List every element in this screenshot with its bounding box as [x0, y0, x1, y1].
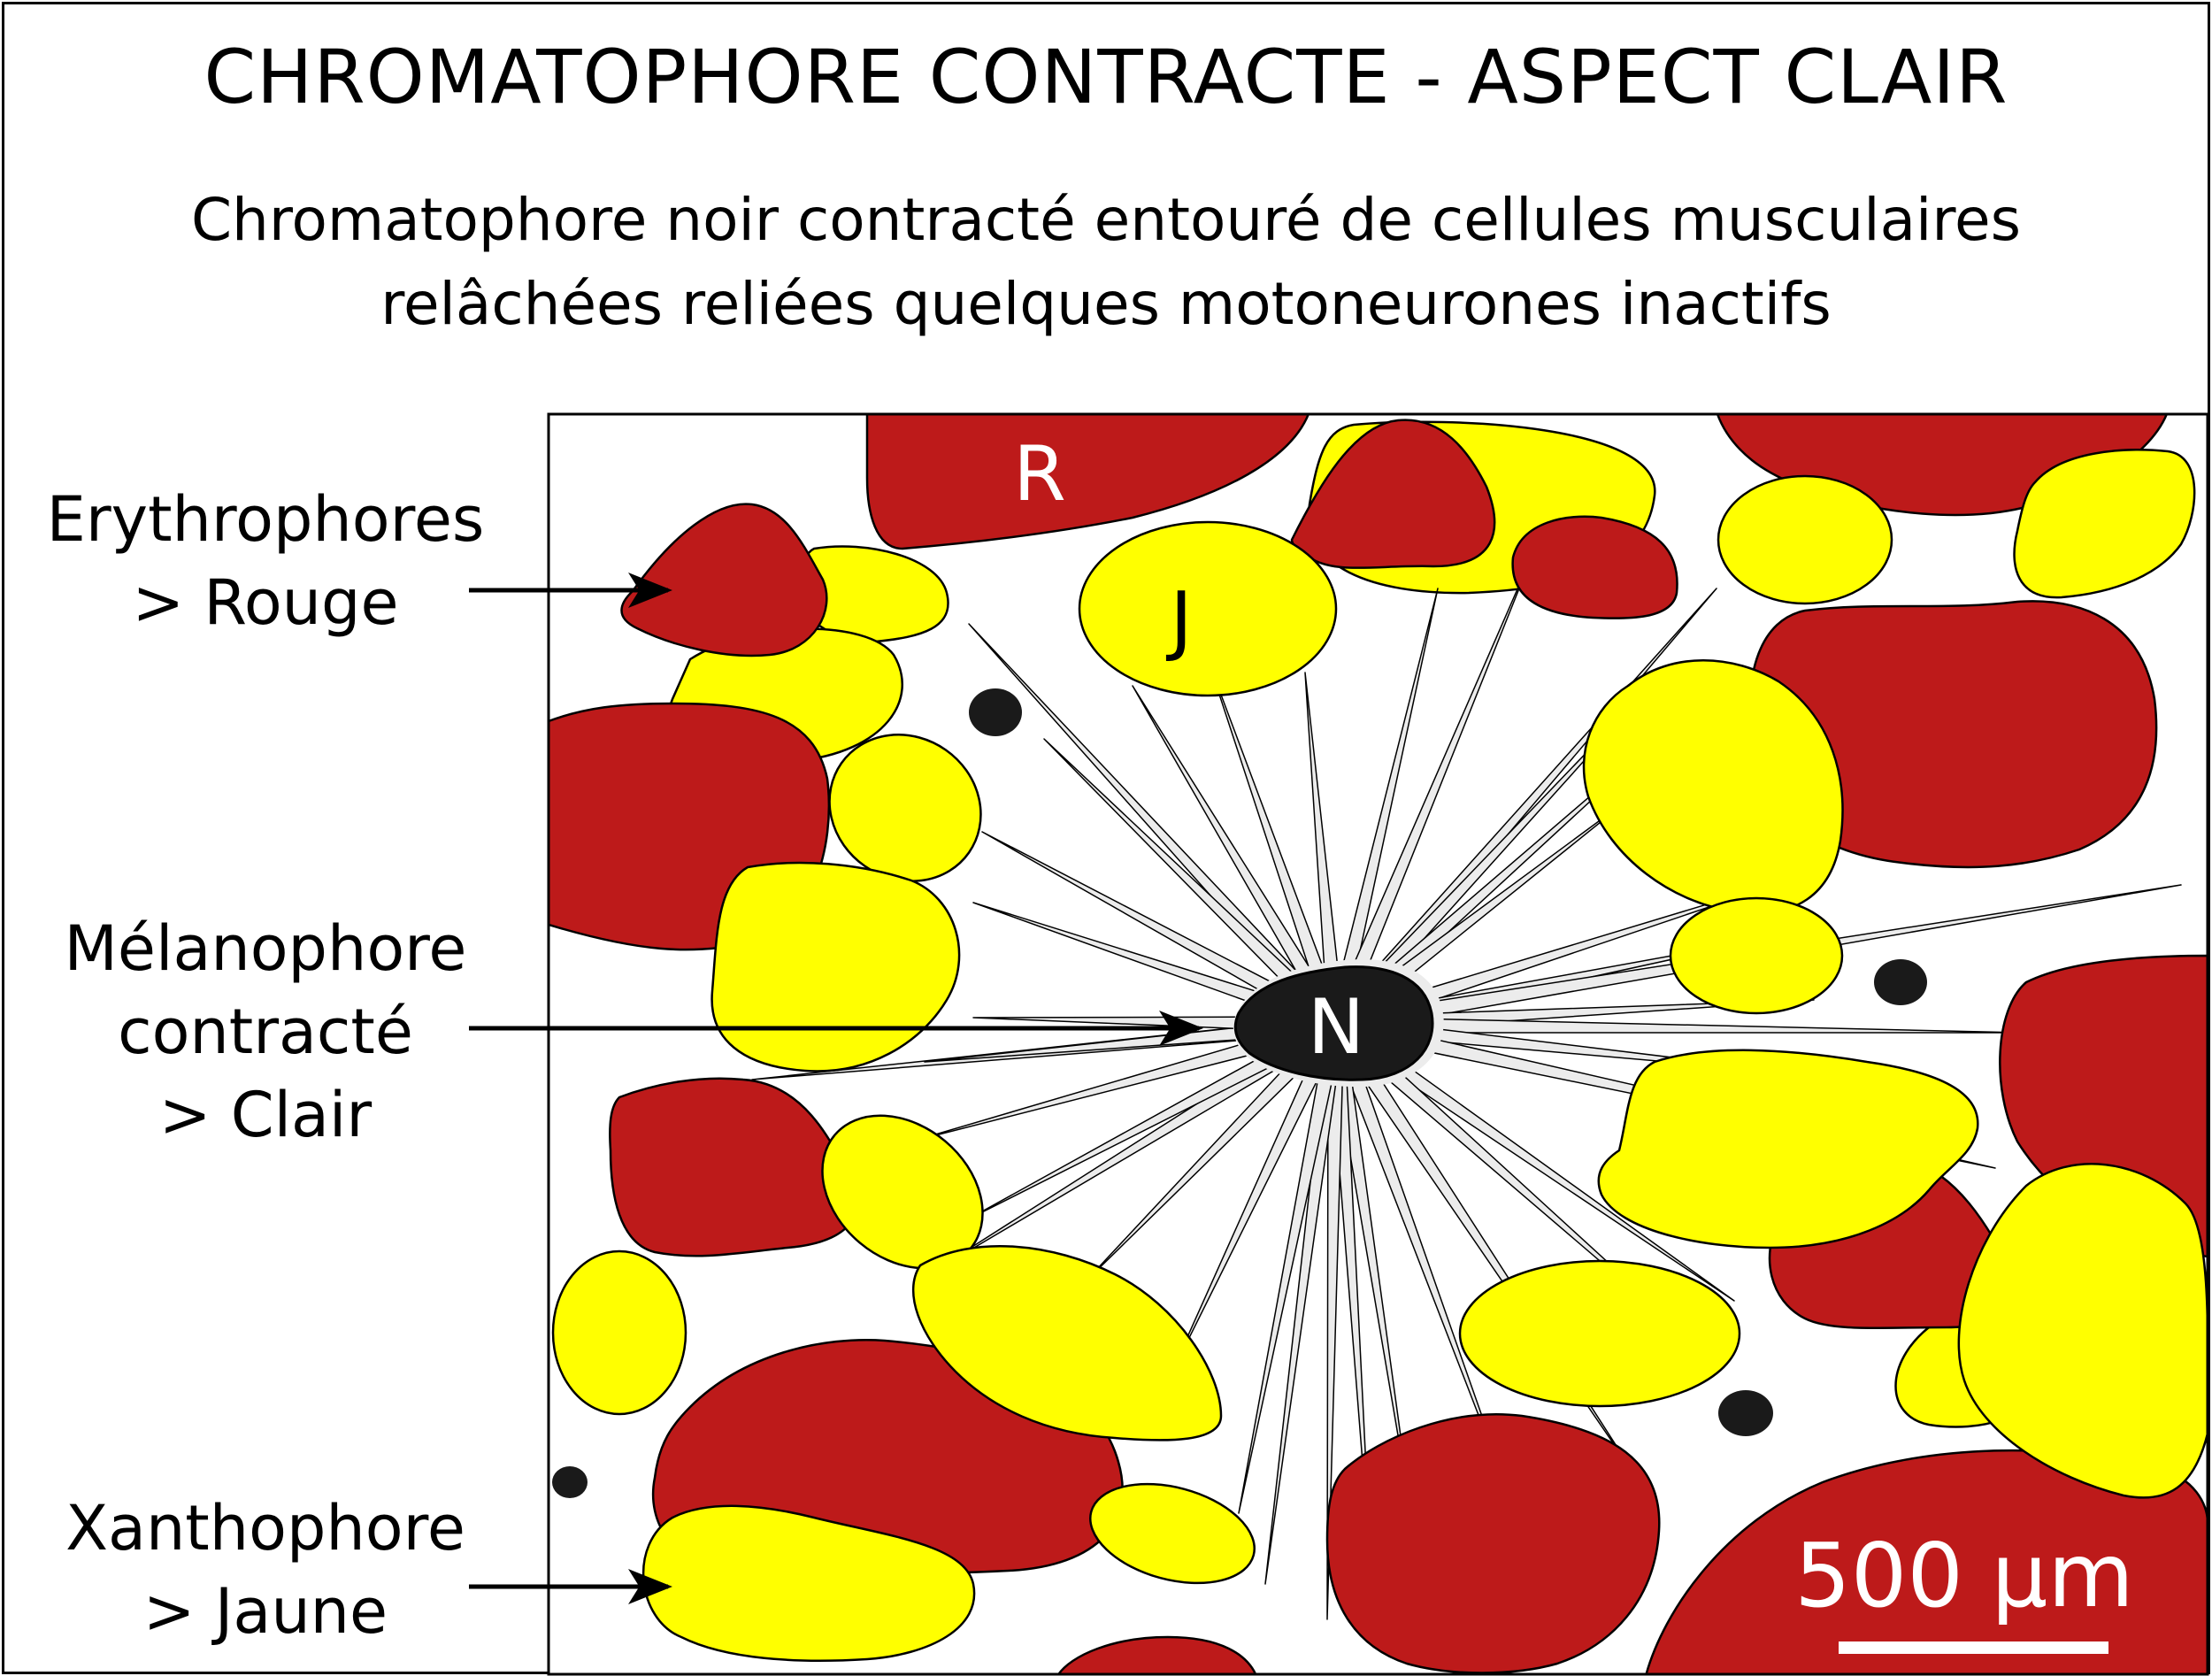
erythrophore-cell — [609, 1077, 859, 1257]
pigment-dot — [552, 1466, 588, 1498]
subtitle-line-2: relâchées reliées quelques motoneurones … — [380, 270, 1832, 338]
xanthophore-cell — [551, 1249, 687, 1416]
xanthophore-label-line2: > Jaune — [142, 1575, 388, 1648]
scale-bar-label: 500 µm — [1794, 1524, 2134, 1627]
melanophore-label: Mélanophore contracté > Clair — [0, 907, 531, 1157]
yellow-cell-letter: J — [1165, 576, 1192, 665]
erythrophore-cell — [1645, 1449, 2208, 1674]
xanthophore-cell — [1669, 896, 1844, 1015]
xanthophore-cell — [1582, 659, 1844, 915]
tissue-panel: R J N 500 µm — [549, 414, 2208, 1674]
erythrophore-cell — [620, 503, 828, 657]
scale-bar — [1839, 1641, 2108, 1654]
xanthophore-cell — [1089, 1482, 1256, 1585]
xanthophore-cell-J — [1078, 520, 1338, 697]
xanthophore-cell — [2013, 449, 2196, 599]
erythrophore-cell — [1325, 1413, 1661, 1674]
xanthophore-cell — [828, 734, 982, 882]
xanthophore-cell — [710, 861, 961, 1072]
erythrophores-label-line1: Erythrophores — [46, 483, 485, 556]
melanophore-label-line3: > Clair — [158, 1079, 373, 1151]
erythrophores-label-line2: > Rouge — [132, 566, 399, 639]
pigment-dot — [1874, 959, 1927, 1005]
xanthophore-cell — [1717, 474, 1893, 605]
main-title: CHROMATOPHORE CONTRACTE - ASPECT CLAIR — [204, 34, 2008, 120]
red-cell-letter: R — [1013, 430, 1066, 519]
pigment-dot — [1718, 1390, 1773, 1436]
erythrophore-cell — [1511, 515, 1678, 619]
melanophore-cell-N — [1233, 965, 1434, 1081]
xanthophore-label-line1: Xanthophore — [65, 1492, 465, 1565]
xanthophore-cell — [1957, 1163, 2208, 1499]
erythrophore-cell-R — [865, 414, 1310, 550]
tissue-panel-border — [547, 412, 2209, 1676]
melanophore — [1233, 959, 1444, 1088]
melanophore-label-line1: Mélanophore — [64, 912, 467, 985]
melanophore-label-line2: contracté — [118, 996, 413, 1068]
subtitle-line-1: Chromatophore noir contracté entouré de … — [190, 186, 2022, 254]
xanthophore-cell — [641, 1504, 976, 1662]
label-arrows — [469, 573, 1203, 1604]
erythrophore-cell — [1056, 1635, 1257, 1674]
pigment-granules — [552, 688, 1927, 1498]
xanthophore-cell — [912, 1244, 1223, 1442]
black-cell-letter: N — [1308, 983, 1364, 1072]
xanthophore-cell — [1458, 1259, 1741, 1408]
erythrophores-label: Erythrophores > Rouge — [0, 478, 531, 644]
xanthophore-label: Xanthophore > Jaune — [0, 1487, 531, 1653]
pigment-dot — [969, 688, 1022, 736]
xanthophore-cells — [551, 449, 2208, 1662]
xanthophore-cell — [1597, 1049, 1979, 1249]
